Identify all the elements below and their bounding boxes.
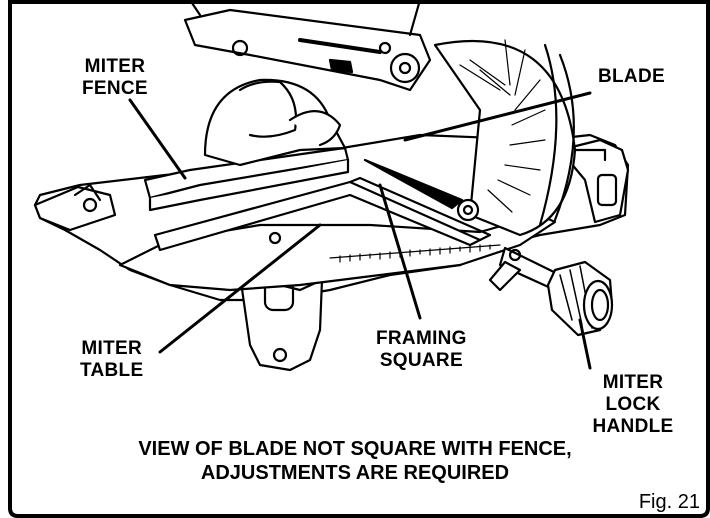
front-leg — [238, 273, 324, 372]
label-framing-square-line2: SQUARE — [379, 350, 463, 371]
leader-blade — [403, 91, 592, 142]
leader-lock-handle — [578, 318, 592, 370]
label-miter-lock-line1: MITER — [602, 372, 664, 393]
figure-number: Fig. 21 — [638, 491, 700, 513]
base-left-wing — [33, 185, 117, 232]
figure-caption: VIEW OF BLADE NOT SQUARE WITH FENCE, ADJ… — [20, 437, 690, 485]
label-miter-table-line1: MITER — [81, 338, 143, 359]
upper-arm — [183, 8, 432, 92]
blade-ribs — [459, 39, 546, 213]
label-miter-fence: MITER FENCE — [82, 56, 148, 100]
label-miter-lock-line2: LOCK HANDLE — [592, 394, 674, 437]
figure-frame — [8, 0, 710, 518]
caption-line1: VIEW OF BLADE NOT SQUARE WITH FENCE, — [138, 438, 572, 460]
miter-fence — [143, 146, 350, 200]
label-blade: BLADE — [598, 66, 665, 88]
leader-miter-fence — [128, 98, 187, 180]
blade — [433, 39, 577, 237]
label-miter-lock-handle: MITER LOCK HANDLE — [568, 372, 698, 438]
label-framing-square-line1: FRAMING — [376, 328, 467, 349]
leg-bolt — [272, 347, 288, 363]
label-blade-text: BLADE — [598, 66, 665, 87]
label-framing-square: FRAMING SQUARE — [376, 328, 467, 372]
base-bolt-left — [82, 197, 98, 213]
label-miter-fence-line2: FENCE — [82, 78, 148, 99]
label-miter-table: MITER TABLE — [80, 338, 143, 382]
leader-miter-table — [158, 223, 322, 354]
caption-line2: ADJUSTMENTS ARE REQUIRED — [200, 462, 510, 484]
pivot-knob — [389, 52, 421, 84]
base-right-wing — [558, 138, 630, 224]
label-miter-table-line2: TABLE — [80, 360, 144, 381]
leader-framing-square — [378, 183, 422, 320]
blade-arbor — [456, 198, 480, 222]
label-miter-fence-line1: MITER — [84, 56, 146, 77]
gap-wedge — [363, 158, 464, 210]
